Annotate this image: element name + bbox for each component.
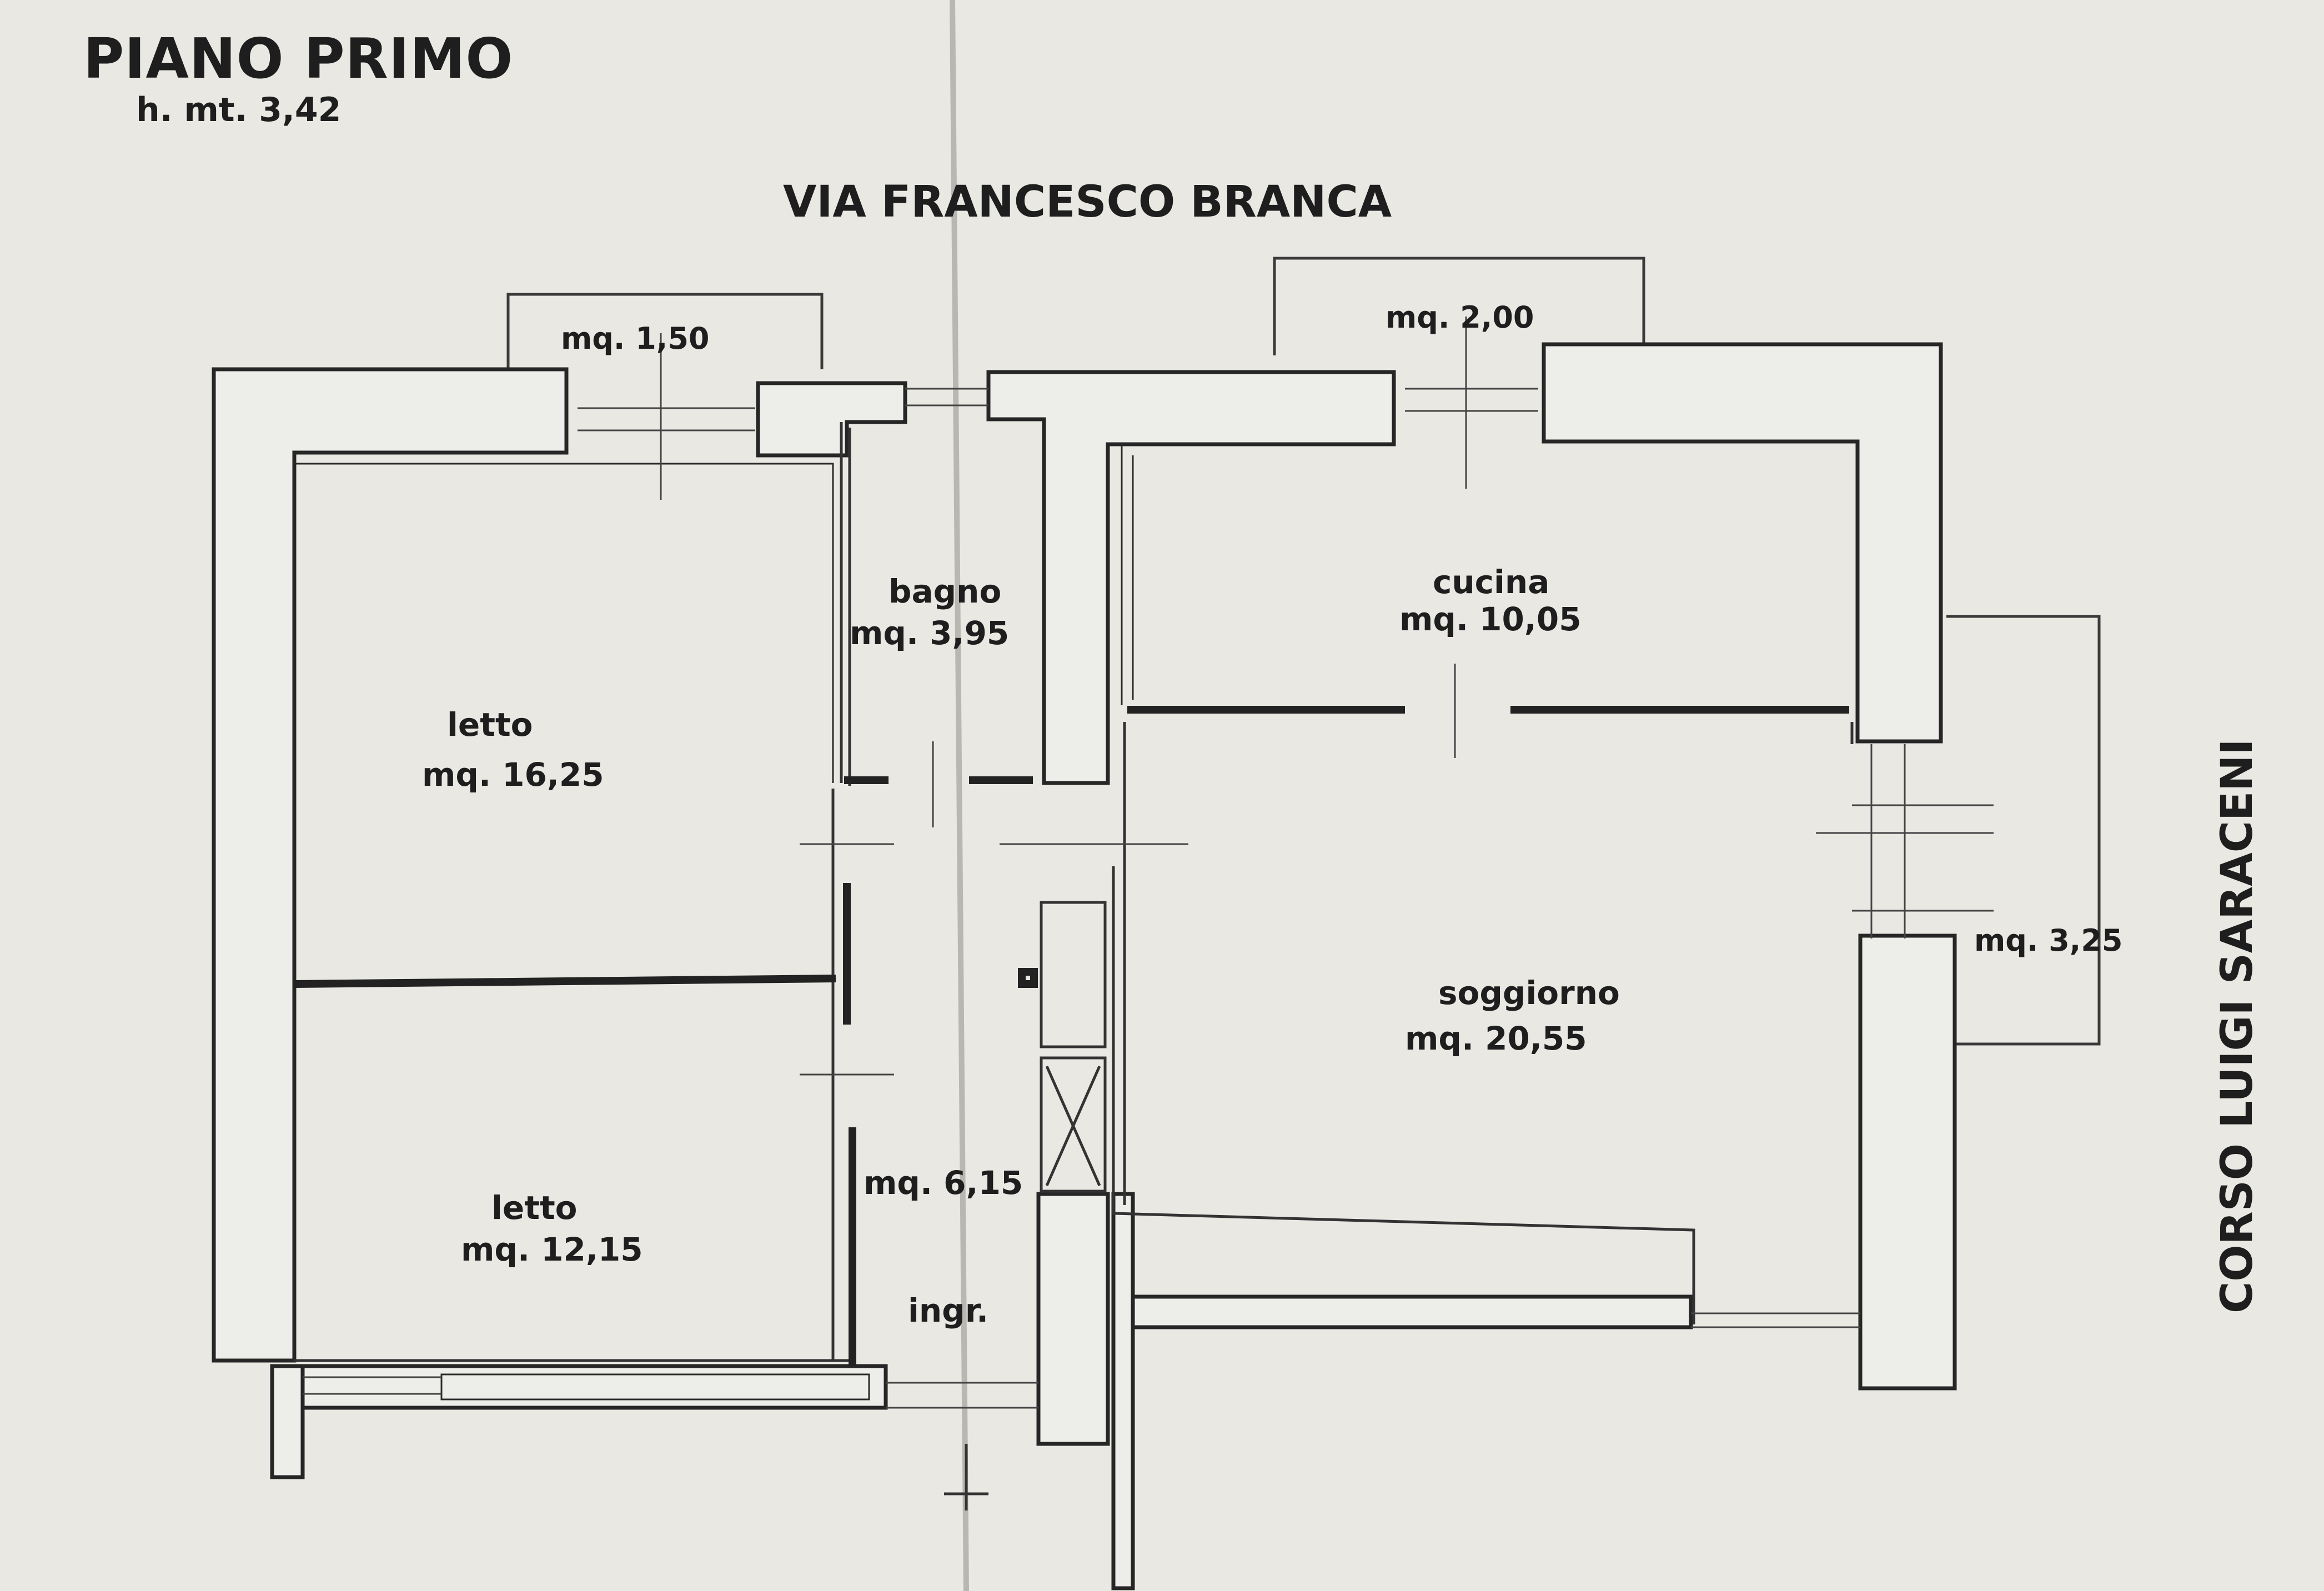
balcony-top-left xyxy=(506,293,824,369)
room-name: cucina xyxy=(1433,563,1549,601)
entrance-label: ingr. xyxy=(908,1292,988,1329)
floor-title: PIANO PRIMO xyxy=(83,26,513,91)
street-label-top: VIA FRANCESCO BRANCA xyxy=(783,177,1392,227)
partitions xyxy=(294,706,1849,1366)
room-name: letto xyxy=(491,1189,578,1227)
shaft-cabinet xyxy=(1040,901,1107,1193)
room-name: bagno xyxy=(889,573,1001,610)
bedroom-divider xyxy=(294,975,836,988)
floor-height: h. mt. 3,42 xyxy=(136,91,341,129)
room-name: letto xyxy=(447,706,533,744)
room-living: soggiorno mq. 20,55 xyxy=(1405,974,1620,1057)
room-area: mq. 3,95 xyxy=(850,614,1009,652)
exterior-walls xyxy=(212,342,1957,1590)
balcony-area-right: mq. 3,25 xyxy=(1974,923,2122,958)
entrance-marker xyxy=(944,1444,988,1510)
window-markers xyxy=(303,317,1994,1409)
room-kitchen: cucina mq. 10,05 xyxy=(1399,563,1582,638)
room-bedroom-small: letto mq. 12,15 xyxy=(461,1189,643,1268)
room-area: mq. 20,55 xyxy=(1405,1020,1587,1057)
room-bedroom-large: letto mq. 16,25 xyxy=(422,706,604,794)
room-area: mq. 12,15 xyxy=(461,1231,643,1268)
room-name: soggiorno xyxy=(1438,974,1620,1012)
hall-area: mq. 6,15 xyxy=(864,1164,1023,1202)
balcony-right xyxy=(1946,615,2101,1046)
balcony-area-top-right: mq. 2,00 xyxy=(1386,300,1534,335)
paper-fold-line xyxy=(950,0,969,1591)
room-area: mq. 10,05 xyxy=(1399,600,1582,638)
balcony-top-right xyxy=(1273,257,1645,355)
street-label-right: CORSO LUIGI SARACENI xyxy=(2212,739,2262,1313)
room-area: mq. 16,25 xyxy=(422,756,604,794)
room-bathroom: bagno mq. 3,95 xyxy=(850,573,1009,652)
balcony-area-top-left: mq. 1,50 xyxy=(561,321,709,356)
